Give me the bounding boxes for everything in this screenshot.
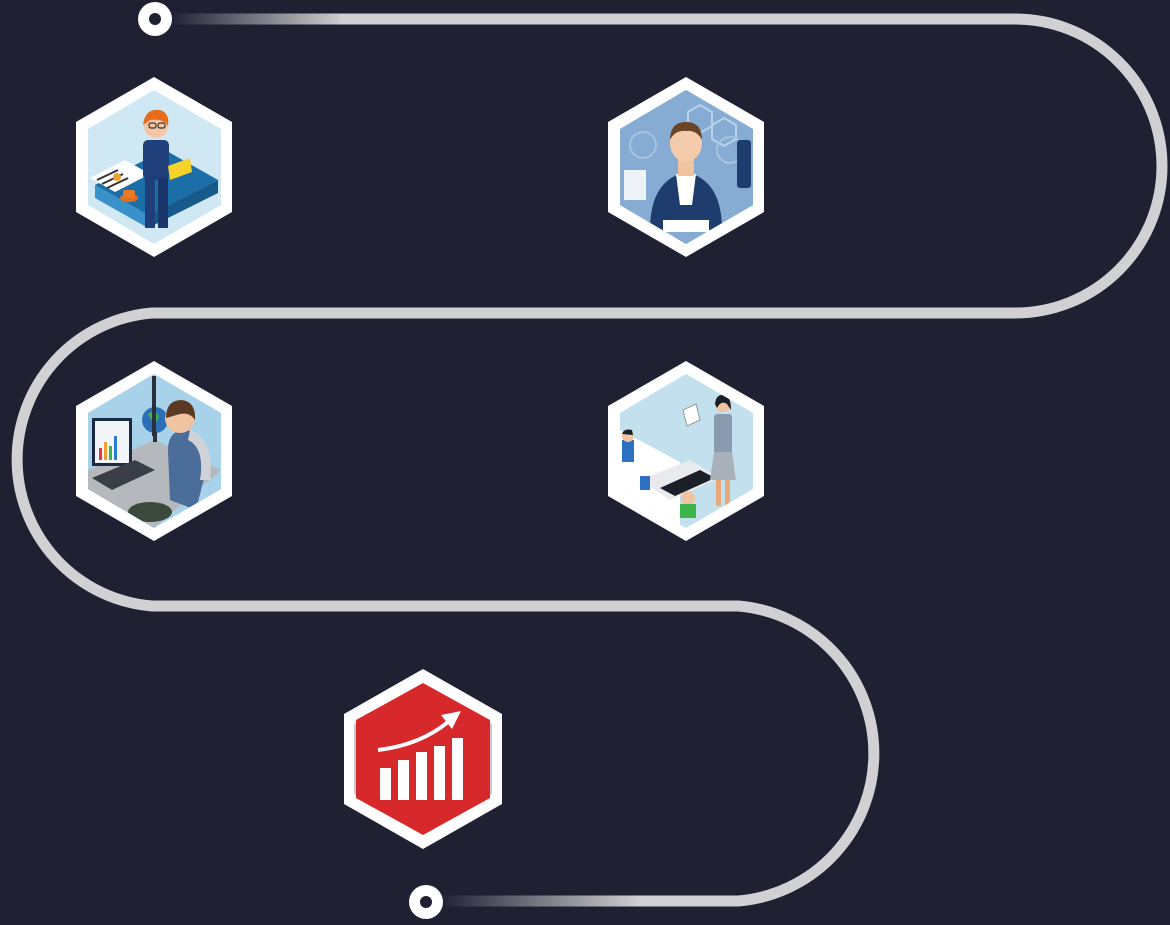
path-end-dot-icon (409, 885, 443, 919)
roadmap-path (11, 13, 1168, 907)
step-1-node (76, 77, 232, 257)
growth-bar-chart-icon (377, 711, 463, 800)
step-4-node (608, 361, 764, 541)
reading-woman-illustration-icon (90, 109, 218, 228)
step-3-node (76, 361, 232, 541)
step-2-node (608, 77, 764, 257)
path-main (11, 13, 1168, 907)
step-5-node (344, 669, 502, 849)
path-start-dot-icon (138, 2, 172, 36)
